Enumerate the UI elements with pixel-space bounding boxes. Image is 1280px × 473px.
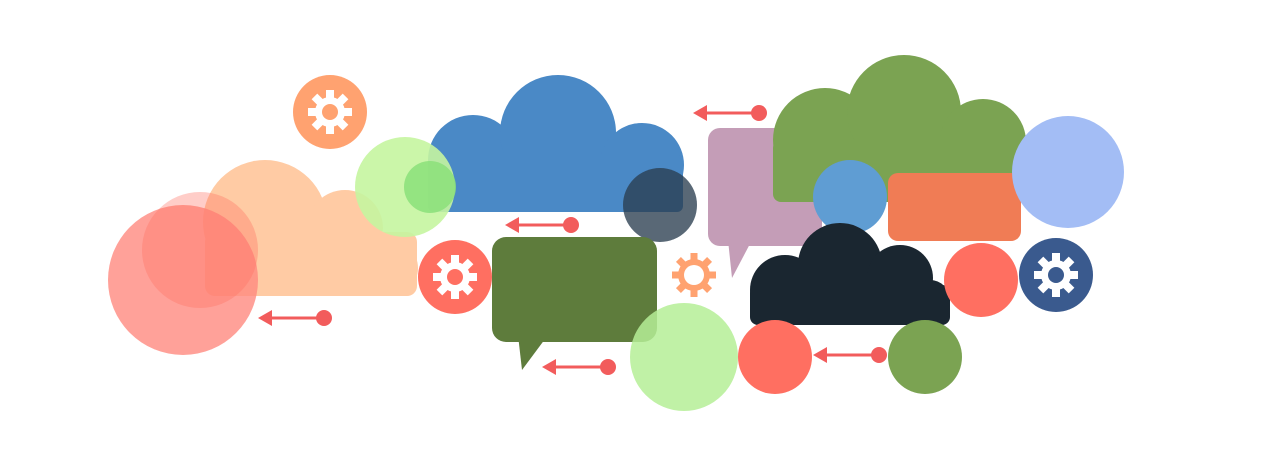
gear-icon (672, 253, 716, 297)
gear-icon (418, 240, 492, 314)
speech-bubble-icon (492, 237, 657, 370)
arrow-left-icon (813, 347, 887, 363)
circle-icon (813, 160, 887, 234)
cloud-icon (750, 223, 950, 325)
cloud-icon (428, 75, 684, 212)
arrow-left-icon (505, 217, 579, 233)
gear-icon (293, 75, 367, 149)
arrow-left-icon (693, 105, 767, 121)
circle-icon (623, 168, 697, 242)
circle-icon (630, 303, 738, 411)
circle-icon (888, 320, 962, 394)
circle-icon (1012, 116, 1124, 228)
circle-icon (944, 243, 1018, 317)
arrow-left-icon (258, 310, 332, 326)
circle-icon (108, 192, 258, 355)
gear-icon (1019, 238, 1093, 312)
arrow-left-icon (542, 359, 616, 375)
circle-icon (738, 320, 812, 394)
circle-icon (404, 161, 456, 213)
message-card (888, 173, 1021, 241)
